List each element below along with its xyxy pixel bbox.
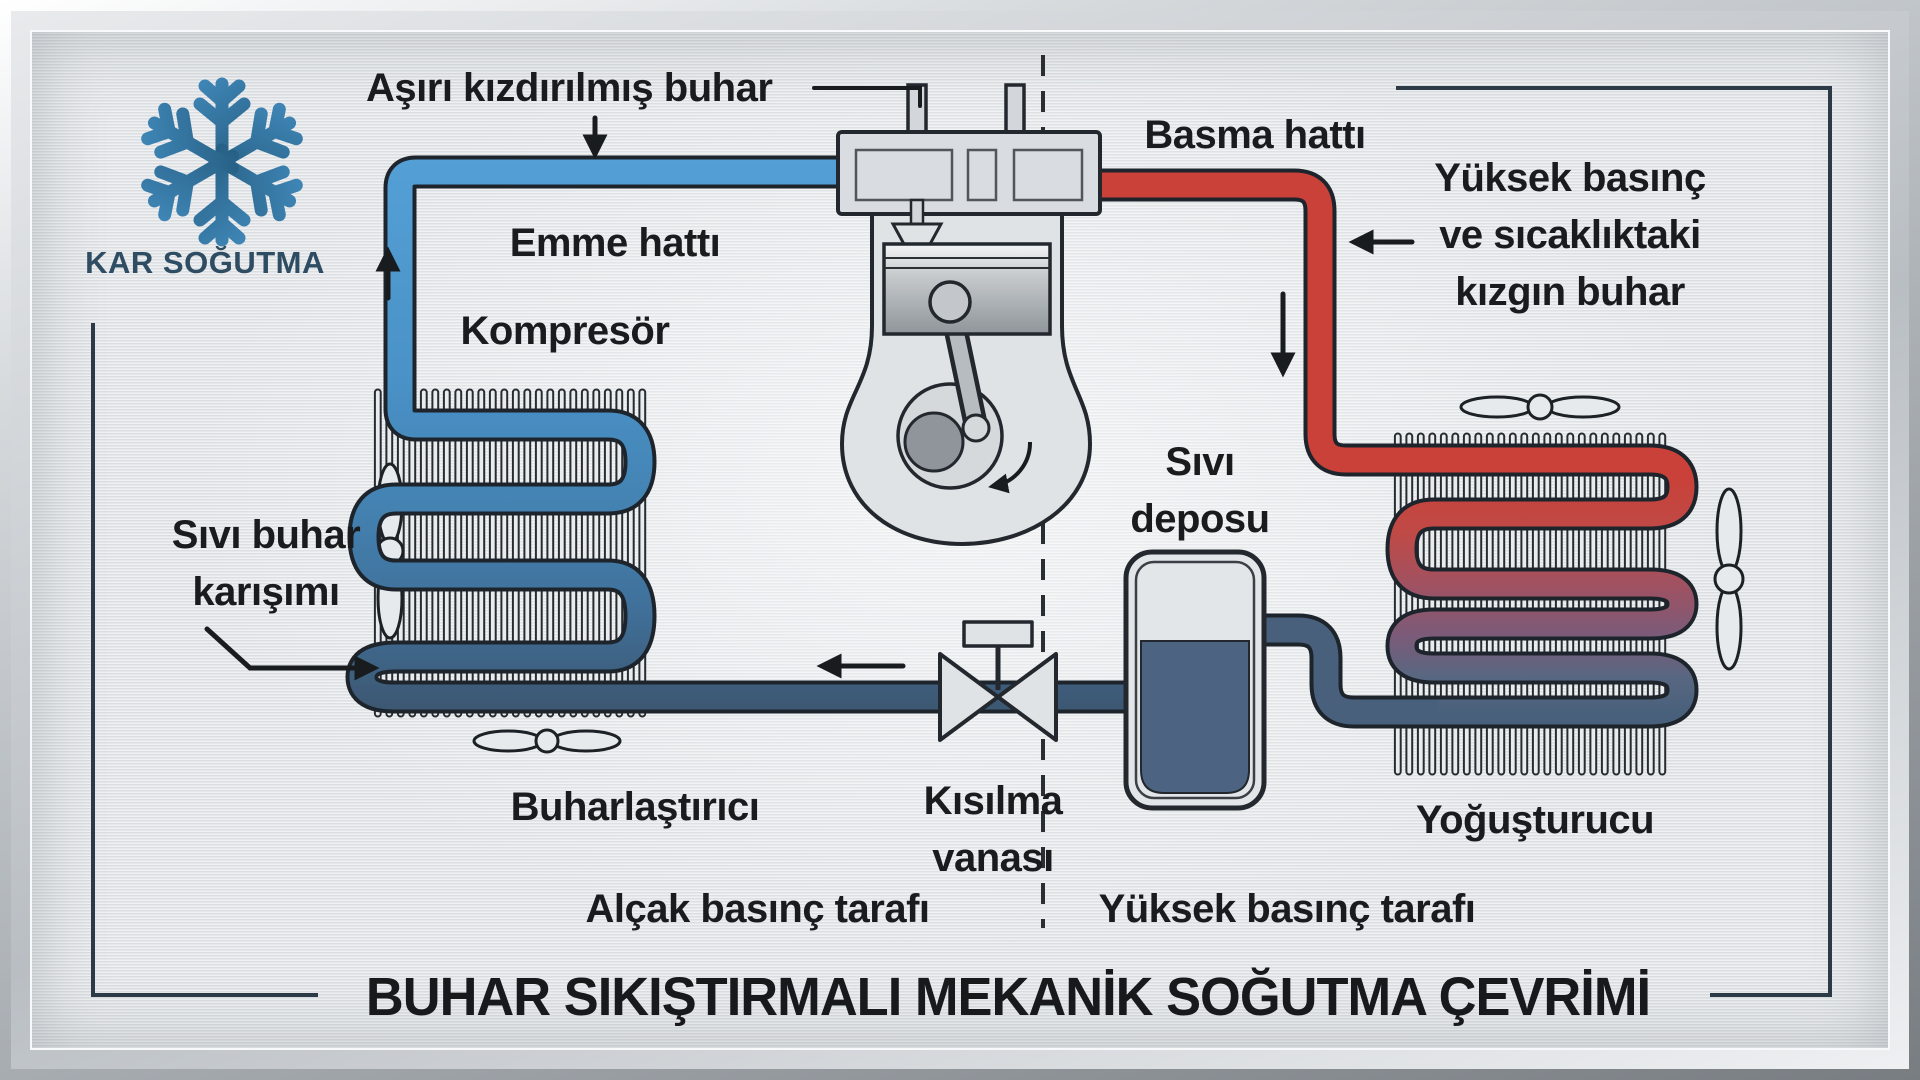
label-low-pressure-side: Alçak basınç tarafı [585, 887, 931, 931]
corner-line-top-right [1396, 86, 1832, 997]
receiver-liquid-level [1140, 640, 1250, 794]
label-discharge-line: Basma hattı [1144, 113, 1366, 157]
flow-arrows [204, 86, 1415, 681]
expansion-valve [938, 620, 1058, 742]
wrist-pin [928, 280, 972, 324]
label-liquid-vapor-mix: Sıvı buhar karışımı [171, 513, 361, 614]
label-compressor: Kompresör [460, 309, 670, 353]
liquid-receiver-tank [1123, 549, 1267, 811]
poster-title: BUHAR SIKIŞTIRMALI MEKANİK SOĞUTMA ÇEVRİ… [365, 967, 1651, 1027]
label-high-pressure-side: Yüksek basınç tarafı [1098, 887, 1476, 931]
label-hot-gas: Yüksek basınç ve sıcaklıktaki kızgın buh… [1434, 156, 1706, 314]
evaporator-coil [345, 155, 1128, 714]
condenser-side-fan-icon [1713, 487, 1745, 671]
label-superheated-vapor: Aşırı kızdırılmış buhar [366, 66, 773, 110]
label-evaporator: Buharlaştırıcı [510, 785, 760, 829]
label-condenser: Yoğuşturucu [1415, 798, 1655, 842]
corner-line-bottom-left [91, 323, 318, 997]
leader-liquid-vapor-mix [204, 626, 380, 681]
condenser-top-fan-icon [1459, 393, 1621, 421]
leader-superheated-vapor [812, 86, 922, 108]
condenser-coil [1094, 168, 1699, 729]
label-receiver: Sıvı deposu [1130, 440, 1270, 541]
evaporator-bottom-fan-icon [472, 728, 622, 754]
label-suction-line: Emme hattı [509, 221, 721, 265]
label-expansion-valve: Kısılma vanası [923, 779, 1063, 880]
brand-name: KAR SOĞUTMA [85, 245, 325, 280]
snowflake-icon [143, 84, 300, 240]
rotation-arrow [988, 441, 1033, 494]
compressor-unit [836, 83, 1102, 547]
